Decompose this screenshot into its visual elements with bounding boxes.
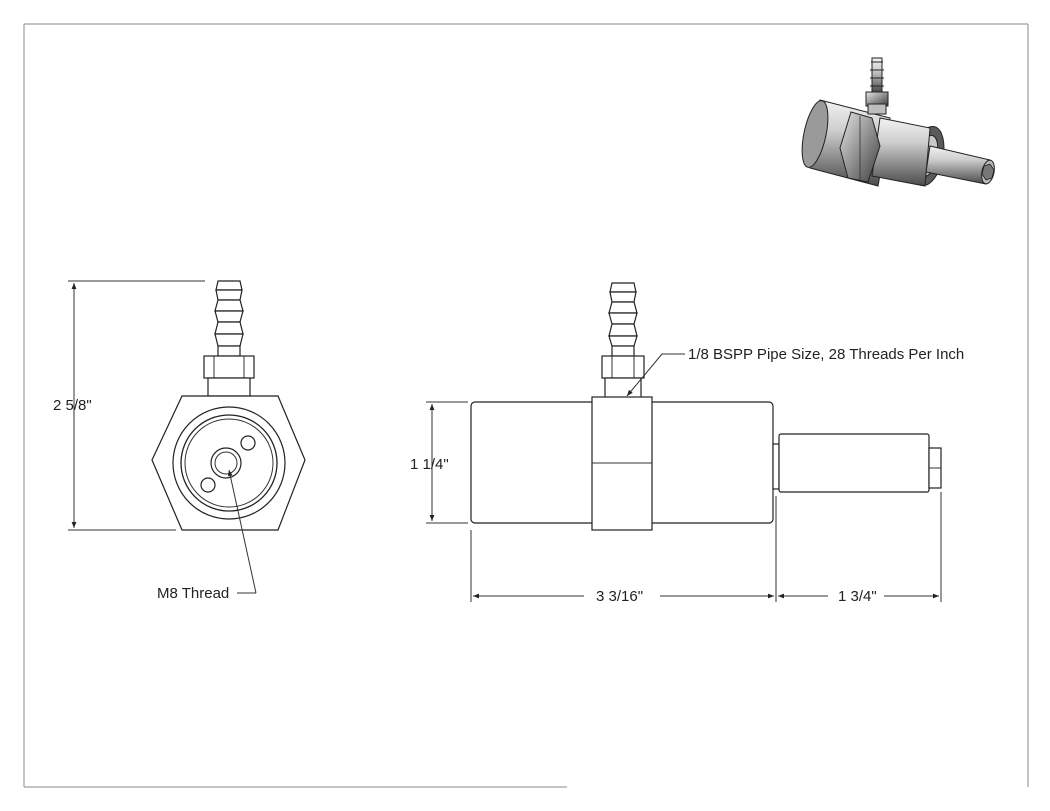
end-view xyxy=(151,280,306,531)
label-body-diameter: 1 1/4" xyxy=(410,456,449,473)
side-view xyxy=(470,282,942,531)
isometric-view xyxy=(801,57,995,187)
dim-overall-height xyxy=(68,280,205,531)
leader-pipe-thread xyxy=(626,353,685,397)
label-overall-height: 2 5/8" xyxy=(53,397,92,414)
label-body-length: 3 3/16" xyxy=(596,588,643,605)
dim-body-length xyxy=(470,496,777,602)
dim-body-diameter xyxy=(426,401,468,524)
label-center-thread: M8 Thread xyxy=(157,585,229,602)
label-shaft-length: 1 3/4" xyxy=(838,588,877,605)
leader-center-thread xyxy=(227,469,257,594)
dim-shaft-length xyxy=(778,492,942,602)
sheet-border xyxy=(23,23,1029,788)
label-pipe-thread: 1/8 BSPP Pipe Size, 28 Threads Per Inch xyxy=(688,346,964,363)
